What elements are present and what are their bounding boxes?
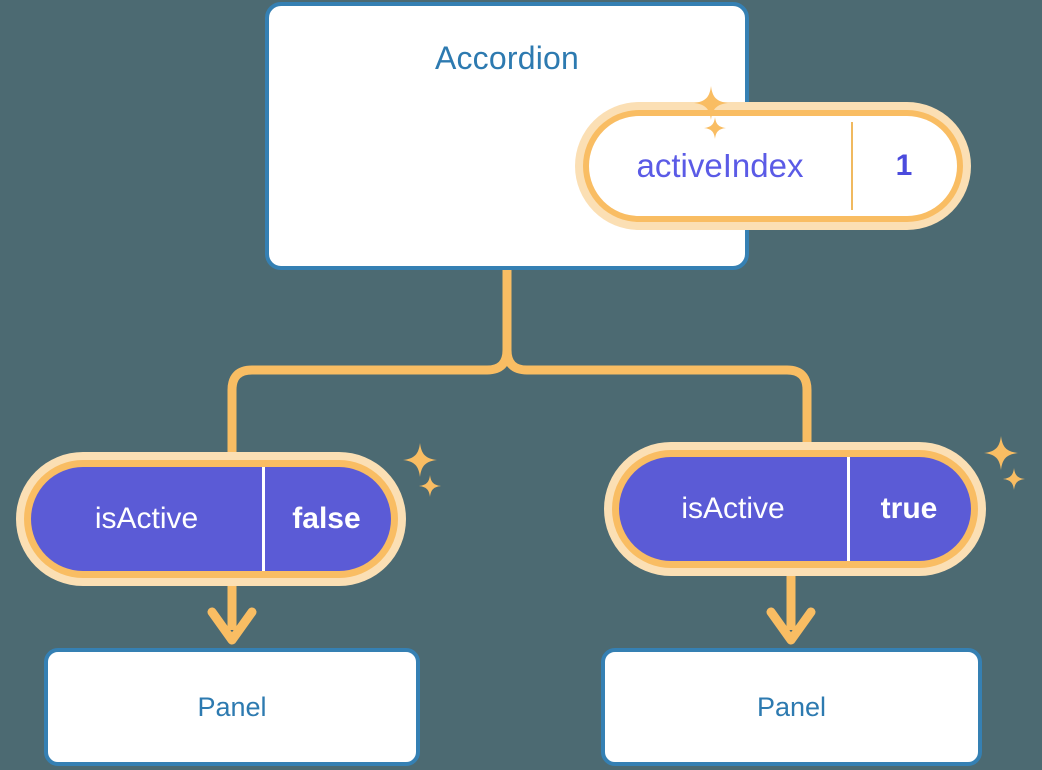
arrow-down-icon: [766, 572, 816, 645]
state-key-label: activeIndex: [636, 147, 804, 184]
pill-content: activeIndex 1: [589, 116, 957, 216]
pill-content: isActive true: [619, 457, 971, 561]
connector-right-branch: [502, 265, 812, 453]
panel-card-right[interactable]: Panel: [601, 648, 982, 766]
arrow-down-icon: [207, 582, 257, 645]
sparkle-icon: [1003, 468, 1025, 490]
connector-left-branch: [227, 265, 512, 460]
accordion-component-card[interactable]: Accordion activeIndex 1: [265, 2, 971, 270]
state-key-label: isActive: [94, 502, 199, 535]
state-value-label: true: [880, 492, 938, 525]
state-key-label: isActive: [681, 492, 785, 525]
accordion-card-title: Accordion: [434, 40, 580, 76]
pill-divider: [847, 457, 850, 561]
panel-card-left[interactable]: Panel: [44, 648, 420, 766]
panel-card-title: Panel: [756, 691, 827, 722]
pill-divider: [262, 467, 265, 571]
state-pill-active-index[interactable]: activeIndex 1: [575, 102, 971, 230]
pill-content: isActive false: [31, 467, 391, 571]
state-pill-is-active-false[interactable]: isActive false: [16, 452, 406, 586]
sparkle-icon: [419, 475, 441, 497]
sparkle-icon: [403, 443, 437, 477]
sparkle-icon: [984, 436, 1018, 470]
state-pill-is-active-true[interactable]: isActive true: [604, 442, 986, 576]
state-value-label: 1: [895, 149, 913, 182]
panel-card-title: Panel: [197, 691, 267, 722]
state-value-label: false: [292, 502, 361, 535]
pill-divider: [851, 122, 853, 210]
